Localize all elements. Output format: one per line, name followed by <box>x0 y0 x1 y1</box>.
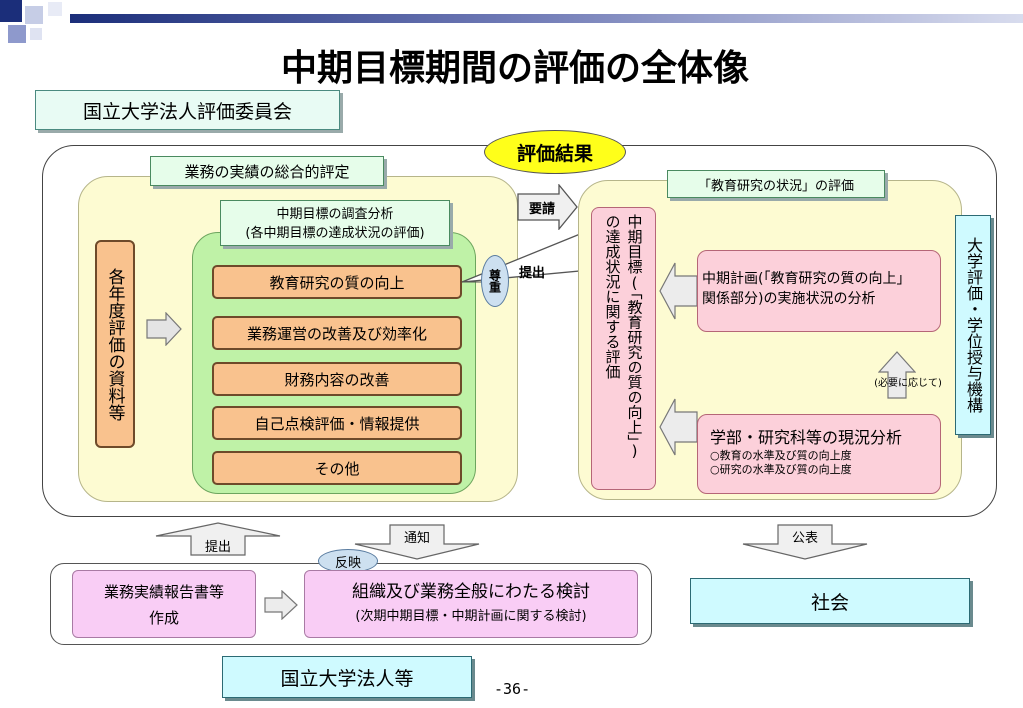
page-number: -36- <box>494 680 531 698</box>
logo-square <box>0 0 22 22</box>
niad-box: 大学評価・学位授与機構 <box>955 215 991 435</box>
logo-square <box>8 25 26 43</box>
bottom-publish-label: 公表 <box>791 530 818 546</box>
reflect-badge: 反映 <box>318 549 378 573</box>
left-arrow-icon <box>659 398 698 456</box>
overall-rating-header: 業務の実績の総合的評定 <box>150 156 384 186</box>
analysis-header: 中期目標の調査分析 (各中期目標の達成状況の評価) <box>220 200 450 246</box>
evaluation-result-badge: 評価結果 <box>484 130 626 174</box>
plan-implementation-analysis: 中期計画(「教育研究の質の向上」 関係部分)の実施状況の分析 <box>697 250 941 332</box>
request-arrow-icon <box>517 184 578 230</box>
annual-materials-box: 各年度評価の資料等 <box>95 240 135 448</box>
submit-label: 提出 <box>519 266 546 281</box>
university-box: 国立大学法人等 <box>222 656 472 698</box>
request-label: 要請 <box>528 201 555 217</box>
publish-down-arrow-icon <box>742 524 868 560</box>
review-box: 組織及び業務全般にわたる検討 (次期中期目標・中期計画に関する検討) <box>304 570 638 638</box>
society-box: 社会 <box>690 578 970 624</box>
item-other: その他 <box>212 451 462 485</box>
faculty-status-analysis: 学部・研究科等の現況分析 ○教育の水準及び質の向上度 ○研究の水準及び質の向上度 <box>697 414 941 494</box>
item-finance: 財務内容の改善 <box>212 362 462 396</box>
up-arrow-icon <box>878 351 916 399</box>
bottom-notify-label: 通知 <box>403 530 430 546</box>
right-arrow-icon <box>264 590 298 620</box>
item-self-evaluation: 自己点検評価・情報提供 <box>212 406 462 440</box>
submit-up-arrow-icon <box>155 522 281 556</box>
header-bar <box>70 14 1023 23</box>
goal-achievement-evaluation: 中期目標(「教育研究の質の向上」)の達成状況に関する評価 <box>591 207 656 490</box>
page-title: 中期目標期間の評価の全体像 <box>280 48 749 89</box>
as-needed-label: (必要に応じて) <box>874 378 942 389</box>
logo-square <box>25 6 43 24</box>
notify-down-arrow-icon <box>354 524 480 560</box>
report-box: 業務実績報告書等 作成 <box>72 570 256 638</box>
left-arrow-icon <box>659 262 698 320</box>
item-education-research: 教育研究の質の向上 <box>212 265 462 299</box>
logo-square <box>30 28 42 40</box>
respect-badge: 尊重 <box>481 255 509 307</box>
item-operation-improvement: 業務運営の改善及び効率化 <box>212 316 462 350</box>
right-arrow-icon <box>146 312 182 346</box>
logo-square <box>48 2 62 16</box>
education-status-header: 「教育研究の状況」の評価 <box>667 170 885 198</box>
committee-box: 国立大学法人評価委員会 <box>35 90 340 130</box>
bottom-submit-label: 提出 <box>204 539 231 555</box>
